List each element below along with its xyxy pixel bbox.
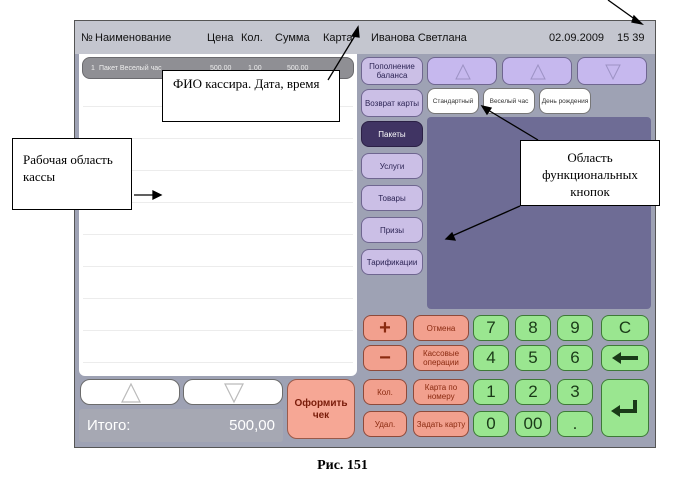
row-name: Пакет Веселый час (99, 65, 162, 72)
cash-operations-button[interactable]: Кассовые операции (413, 345, 469, 371)
row-divider (83, 234, 353, 235)
enter-icon (611, 400, 637, 417)
row-divider (83, 202, 353, 203)
column-num: № (81, 32, 93, 44)
arrow-left-icon (612, 352, 638, 364)
scroll-up-button[interactable] (502, 57, 572, 85)
total-panel: Итого: 500,00 (79, 409, 283, 442)
delete-button[interactable]: Удал. (363, 411, 407, 437)
row-divider (83, 298, 353, 299)
key-8[interactable]: 8 (515, 315, 551, 341)
package-birthday-button[interactable]: День рождения (539, 88, 591, 114)
cancel-button[interactable]: Отмена (413, 315, 469, 341)
column-card: Карта (323, 32, 353, 44)
row-divider (83, 362, 353, 363)
key-6[interactable]: 6 (557, 345, 593, 371)
pos-screen: № Наименование Цена Кол. Сумма Карта Ива… (74, 20, 656, 448)
card-by-number-button[interactable]: Карта по номеру (413, 379, 469, 405)
key-clear[interactable]: C (601, 315, 649, 341)
function-area-callout: Область функциональных кнопок (520, 140, 660, 206)
row-divider (83, 266, 353, 267)
arrow-head (152, 189, 163, 201)
tab-services[interactable]: Услуги (361, 153, 423, 179)
return-card-button[interactable]: Возврат карты (361, 89, 423, 117)
key-3[interactable]: 3 (557, 379, 593, 405)
package-happy-hour-button[interactable]: Веселый час (483, 88, 535, 114)
key-00[interactable]: 00 (515, 411, 551, 437)
column-name: Наименование (95, 32, 172, 44)
key-1[interactable]: 1 (473, 379, 509, 405)
arrow-head (631, 14, 644, 26)
cashier-name: Иванова Светлана (371, 32, 467, 44)
row-divider (83, 330, 353, 331)
current-time: 15 39 (617, 32, 645, 44)
key-5[interactable]: 5 (515, 345, 551, 371)
arrow-head (350, 25, 360, 38)
triangle-up-icon (455, 64, 471, 80)
arrow-line (327, 33, 357, 81)
work-area-callout: Рабочая область кассы (12, 138, 132, 210)
quantity-button[interactable]: Кол. (363, 379, 407, 405)
arrow-head (480, 105, 493, 116)
row-divider (83, 170, 353, 171)
scroll-up-button[interactable] (80, 379, 180, 405)
key-7[interactable]: 7 (473, 315, 509, 341)
triangle-down-icon (605, 64, 621, 80)
key-backspace[interactable] (601, 345, 649, 371)
column-sum: Сумма (275, 32, 310, 44)
set-card-button[interactable]: Задать карту (413, 411, 469, 437)
total-value: 500,00 (229, 417, 275, 434)
row-sum: 500,00 (287, 65, 309, 72)
key-2[interactable]: 2 (515, 379, 551, 405)
figure-caption: Рис. 151 (317, 458, 368, 473)
total-label: Итого: (87, 417, 131, 434)
row-divider (83, 138, 353, 139)
header-bar: № Наименование Цена Кол. Сумма Карта Ива… (75, 21, 655, 54)
tab-goods[interactable]: Товары (361, 185, 423, 211)
tab-tariffs[interactable]: Тарификации (361, 249, 423, 275)
triangle-up-icon (121, 382, 141, 403)
row-num: 1 (91, 65, 95, 72)
arrow-head (444, 231, 457, 241)
arrow-line (607, 0, 637, 21)
checkout-button[interactable]: Оформить чек (287, 379, 355, 439)
column-price: Цена (207, 32, 234, 44)
tab-packages[interactable]: Пакеты (361, 121, 423, 147)
page-up-button[interactable] (427, 57, 497, 85)
scroll-down-button[interactable] (577, 57, 647, 85)
minus-button[interactable]: − (363, 345, 407, 371)
arrow-line (487, 109, 539, 141)
key-0[interactable]: 0 (473, 411, 509, 437)
key-dot[interactable]: . (557, 411, 593, 437)
row-qty: 1,00 (248, 65, 262, 72)
cashier-callout: ФИО кассира. Дата, время (162, 70, 340, 122)
arrow-line (451, 205, 521, 237)
plus-button[interactable]: + (363, 315, 407, 341)
replenish-balance-button[interactable]: Пополнение баланса (361, 57, 423, 85)
key-9[interactable]: 9 (557, 315, 593, 341)
current-date: 02.09.2009 (549, 32, 605, 44)
key-enter[interactable] (601, 379, 649, 437)
triangle-down-icon (224, 383, 244, 404)
column-qty: Кол. (241, 32, 263, 44)
triangle-up-icon (530, 64, 546, 80)
scroll-down-button[interactable] (183, 379, 283, 405)
key-4[interactable]: 4 (473, 345, 509, 371)
package-standard-button[interactable]: Стандартный (427, 88, 479, 114)
tab-prizes[interactable]: Призы (361, 217, 423, 243)
row-price: 500,00 (210, 65, 232, 72)
